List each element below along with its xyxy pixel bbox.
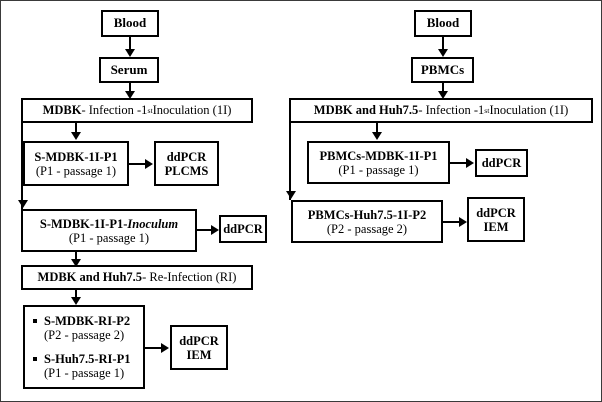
connector-pbmcs-to-header <box>442 83 444 93</box>
box-blood-right-label: Blood <box>426 15 460 31</box>
arrowhead-blood-to-pbmcs <box>438 49 448 57</box>
box-serum: Serum <box>99 57 159 83</box>
header-reinfection-rest: - Re-Infection (RI) <box>142 270 237 284</box>
box-blood-right: Blood <box>414 10 472 37</box>
header-mdbk-huh-infection-rest-a: - Infection -1 <box>418 103 485 117</box>
product-1-sub: (P1 - passage 1) <box>44 366 125 380</box>
connector-inoculum-to-ddpcr <box>197 229 212 231</box>
product-0-sub: (P2 - passage 2) <box>44 328 125 342</box>
connector-reinfection-to-products <box>75 290 77 301</box>
box-ddpcr-plcms: ddPCR PLCMS <box>154 141 219 186</box>
connector-products-to-ddpcr-iem <box>145 347 162 349</box>
box-ddpcr-iem-right-line2: IEM <box>483 219 509 234</box>
product-1-title: S-Huh7.5-RI-P1 <box>44 352 131 366</box>
connector-blood-to-pbmcs <box>442 37 444 50</box>
arrowhead-header-to-pbmcs-mdbk <box>372 132 382 140</box>
box-pbmcs-label: PBMCs <box>420 61 465 77</box>
box-serum-label: Serum <box>110 61 148 77</box>
box-ddpcr-iem-right-line1: ddPCR <box>476 205 516 220</box>
connector-blood-to-serum-left <box>129 37 131 50</box>
connector-pbmcs-huh-to-ddpcr-iem <box>443 221 460 223</box>
arrowhead-products-to-ddpcr-iem <box>161 343 169 353</box>
arrowhead-s-mdbk-1i-p1-to-ddpcr-plcms <box>145 159 153 169</box>
box-inoculum-sub: (P1 - passage 1) <box>68 230 150 245</box>
arrowhead-header-to-s-mdbk-1i-p1 <box>71 132 81 140</box>
connector-inoculum-to-reinfection <box>75 252 77 263</box>
arrowhead-pbmcs-mdbk-to-ddpcr <box>466 158 474 168</box>
box-inoculum-title-a: S-MDBK-1I-P1- <box>39 216 128 231</box>
box-pbmcs-huh-1i-p2: PBMCs-Huh7.5-1I-P2 (P2 - passage 2) <box>291 200 443 243</box>
box-pbmcs-huh-1i-p2-sub: (P2 - passage 2) <box>326 221 408 236</box>
box-pbmcs-mdbk-1i-p1: PBMCs-MDBK-1I-P1 (P1 - passage 1) <box>307 141 450 184</box>
box-ddpcr-plcms-line1: ddPCR <box>166 149 207 164</box>
box-s-mdbk-1i-p1-inoculum: S-MDBK-1I-P1-Inoculum (P1 - passage 1) <box>21 209 197 252</box>
box-ddpcr-left: ddPCR <box>219 215 267 243</box>
list-item: S-Huh7.5-RI-P1 (P1 - passage 1) <box>33 352 130 380</box>
product-0-title: S-MDBK-RI-P2 <box>44 314 131 328</box>
box-blood-left: Blood <box>101 10 159 37</box>
list-item: S-MDBK-RI-P2 (P2 - passage 2) <box>33 314 130 342</box>
arrowhead-serum-to-mdbk-header <box>125 91 135 99</box>
box-ddpcr-right-label: ddPCR <box>481 156 522 170</box>
header-mdbk-huh-reinfection: MDBK and Huh7.5 - Re-Infection (RI) <box>21 265 253 290</box>
header-mdbk-infection-bold: MDBK <box>42 103 82 117</box>
arrowhead-frame-to-pbmcs-huh <box>286 191 296 199</box>
box-ddpcr-right: ddPCR <box>475 149 528 177</box>
connector-header-to-pbmcs-mdbk <box>376 123 378 134</box>
box-reinfection-products: S-MDBK-RI-P2 (P2 - passage 2) S-Huh7.5-R… <box>23 305 145 389</box>
header-mdbk-huh-infection-rest-b: Inoculation (1I) <box>489 103 569 117</box>
box-ddpcr-iem-left-line1: ddPCR <box>179 333 219 348</box>
frame-mdbk-infection-group <box>21 98 253 209</box>
arrowhead-frame-to-inoculum <box>18 200 28 208</box>
connector-s-mdbk-1i-p1-to-ddpcr-plcms <box>129 163 146 165</box>
arrowhead-pbmcs-to-header <box>438 91 448 99</box>
box-s-mdbk-1i-p1-title: S-MDBK-1I-P1 <box>34 149 118 164</box>
box-ddpcr-plcms-line2: PLCMS <box>164 163 209 178</box>
arrowhead-inoculum-to-ddpcr <box>211 225 219 235</box>
box-ddpcr-iem-left-line2: IEM <box>186 347 212 362</box>
box-pbmcs-huh-1i-p2-title: PBMCs-Huh7.5-1I-P2 <box>307 207 427 222</box>
connector-header-to-s-mdbk-1i-p1 <box>75 123 77 134</box>
box-blood-left-label: Blood <box>113 15 147 31</box>
header-mdbk-infection-rest-a: - Infection -1 <box>81 103 148 117</box>
box-inoculum-title-b: Inoculum <box>127 216 179 231</box>
box-s-mdbk-1i-p1: S-MDBK-1I-P1 (P1 - passage 1) <box>23 141 129 186</box>
bullet-square-icon <box>33 357 37 362</box>
box-ddpcr-left-label: ddPCR <box>223 222 263 236</box>
box-s-mdbk-1i-p1-sub: (P1 - passage 1) <box>35 163 117 178</box>
arrowhead-inoculum-to-reinfection <box>71 259 81 267</box>
box-ddpcr-iem-right: ddPCR IEM <box>467 197 525 242</box>
box-pbmcs: PBMCs <box>411 57 474 83</box>
arrowhead-reinfection-to-products <box>71 297 81 305</box>
box-pbmcs-mdbk-1i-p1-sub: (P1 - passage 1) <box>338 162 419 177</box>
header-reinfection-bold: MDBK and Huh7.5 <box>37 270 143 284</box>
bullet-square-icon <box>33 319 37 324</box>
connector-serum-to-mdbk-header <box>129 83 131 93</box>
connector-pbmcs-mdbk-to-ddpcr <box>450 162 467 164</box>
arrowhead-pbmcs-huh-to-ddpcr-iem <box>459 217 467 227</box>
arrowhead-blood-to-serum-left <box>125 49 135 57</box>
header-mdbk-infection-rest-b: Inoculation (1I) <box>152 103 232 117</box>
header-mdbk-huh-infection-bold: MDBK and Huh7.5 <box>313 103 419 117</box>
box-ddpcr-iem-left: ddPCR IEM <box>170 325 228 370</box>
box-inoculum-title: S-MDBK-1I-P1-Inoculum <box>40 217 178 231</box>
box-pbmcs-mdbk-1i-p1-title: PBMCs-MDBK-1I-P1 <box>319 148 438 163</box>
frame-mdbk-huh-infection-group <box>289 98 593 200</box>
